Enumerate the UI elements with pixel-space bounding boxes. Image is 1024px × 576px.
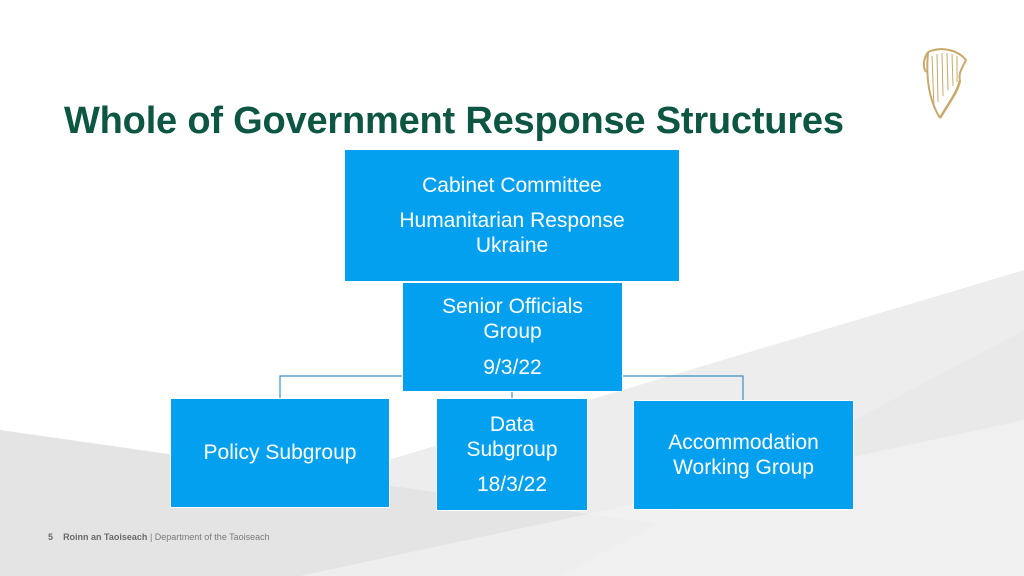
accommodation-label: Accommodation xyxy=(668,430,819,454)
accommodation-working-group-box: Accommodation Working Group xyxy=(633,400,854,510)
footer-separator: | xyxy=(149,532,155,542)
data-subgroup-date: 18/3/22 xyxy=(476,473,548,497)
policy-subgroup-label: Policy Subgroup xyxy=(203,441,357,465)
harp-icon xyxy=(922,48,968,119)
page-number: 5 xyxy=(48,532,54,542)
slide-footer: 5 Roinn an Taoiseach | Department of the… xyxy=(48,532,270,542)
senior-officials-group-label: Group xyxy=(483,320,542,344)
humanitarian-response-label: Humanitarian Response xyxy=(399,208,625,232)
org-name-irish: Roinn an Taoiseach xyxy=(63,532,148,542)
cabinet-committee-box: Cabinet Committee Humanitarian Response … xyxy=(344,149,680,282)
data-label: Data xyxy=(489,412,535,436)
senior-officials-box: Senior Officials Group 9/3/22 xyxy=(402,282,623,392)
senior-officials-date: 9/3/22 xyxy=(483,355,542,379)
working-group-label: Working Group xyxy=(673,456,814,479)
senior-officials-label: Senior Officials xyxy=(442,295,583,319)
policy-subgroup-box: Policy Subgroup xyxy=(170,398,390,508)
org-name-english: Department of the Taoiseach xyxy=(154,532,270,542)
page-title: Whole of Government Response Structures xyxy=(64,100,844,142)
cabinet-committee-label: Cabinet Committee xyxy=(422,173,602,197)
ukraine-label: Ukraine xyxy=(475,234,549,258)
data-subgroup-label: Subgroup xyxy=(466,437,558,461)
data-subgroup-box: Data Subgroup 18/3/22 xyxy=(436,398,588,511)
